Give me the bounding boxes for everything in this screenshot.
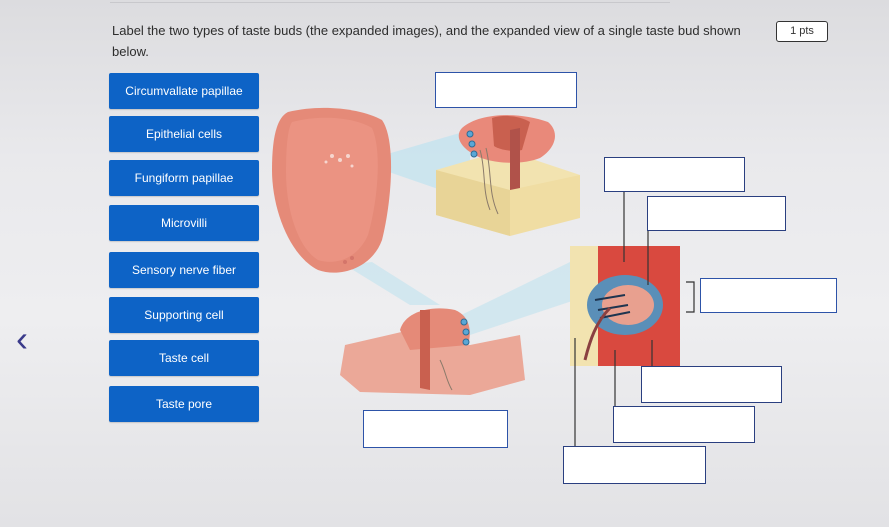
drop-zone-6[interactable] [613,406,755,443]
drop-zone-1[interactable] [435,72,577,108]
tongue-illustration [272,107,392,273]
leader-lines [574,192,695,448]
label-chip-epithelial-cells[interactable]: Epithelial cells [109,116,259,152]
divider [110,2,670,3]
label-chip-taste-pore[interactable]: Taste pore [109,386,259,422]
drop-zone-5[interactable] [641,366,782,403]
drop-zone-4[interactable] [700,278,837,313]
label-chip-supporting-cell[interactable]: Supporting cell [109,297,259,333]
fungiform-block-illustration [340,308,525,395]
taste-bud-detail-illustration [570,246,680,366]
label-chip-microvilli[interactable]: Microvilli [109,205,259,241]
drop-zone-7[interactable] [563,446,706,484]
label-chip-fungiform-papillae[interactable]: Fungiform papillae [109,160,259,196]
label-chip-circumvallate-papillae[interactable]: Circumvallate papillae [109,73,259,109]
drop-zone-3[interactable] [647,196,786,231]
drop-zone-8[interactable] [363,410,508,448]
label-chip-taste-cell[interactable]: Taste cell [109,340,259,376]
label-chip-sensory-nerve-fiber[interactable]: Sensory nerve fiber [109,252,259,288]
drop-zone-2[interactable] [604,157,745,192]
question-prompt: Label the two types of taste buds (the e… [112,23,741,59]
chevron-left-icon[interactable]: ‹ [16,318,28,359]
circumvallate-block-illustration [436,115,580,236]
points-badge: 1 pts [776,21,828,42]
